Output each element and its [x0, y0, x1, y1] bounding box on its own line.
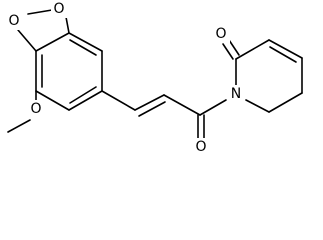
bond — [101, 90, 136, 111]
atom-label-bg — [227, 85, 245, 103]
oxygen-atom-label: O — [53, 1, 64, 17]
bond — [7, 119, 31, 133]
bond — [35, 32, 70, 52]
atom-label-bg — [51, 0, 68, 18]
nitrogen-atom-label: N — [231, 86, 241, 102]
carbonyl-bond — [228, 39, 240, 56]
oxygen-atom-label: O — [215, 26, 226, 42]
bond — [134, 94, 165, 111]
bond — [163, 94, 201, 116]
double-bond-inner — [69, 86, 97, 104]
bond — [65, 16, 70, 34]
double-bond-inner — [138, 101, 166, 117]
bond — [199, 99, 227, 116]
atom-label-bg — [27, 100, 44, 118]
chemical-structure-diagram: O O O O O N — [6, 0, 303, 156]
bond — [17, 29, 37, 52]
bond — [268, 92, 303, 113]
bond — [245, 99, 270, 113]
acryloyl-linker — [101, 90, 227, 140]
double-bond-inner — [69, 39, 97, 56]
dihydropyridinone-ring — [222, 39, 303, 113]
oxygen-atom-label: O — [195, 139, 206, 155]
bond — [68, 32, 103, 52]
methylenedioxy-bridge — [17, 9, 70, 52]
bond — [27, 9, 53, 15]
bond — [268, 39, 303, 59]
carbonyl-bond — [222, 43, 234, 60]
atom-label-bg — [192, 138, 209, 156]
methoxy-group — [7, 90, 37, 133]
atom-label-bg — [213, 25, 230, 43]
atom-labels: O O O O O N — [6, 0, 245, 156]
bond — [235, 39, 270, 60]
oxygen-atom-label: O — [8, 13, 19, 29]
bond — [35, 90, 70, 111]
benzene-ring — [35, 32, 103, 111]
oxygen-atom-label: O — [30, 101, 41, 117]
double-bond-inner — [269, 46, 297, 63]
bond — [68, 90, 103, 111]
atom-label-bg — [6, 12, 23, 30]
